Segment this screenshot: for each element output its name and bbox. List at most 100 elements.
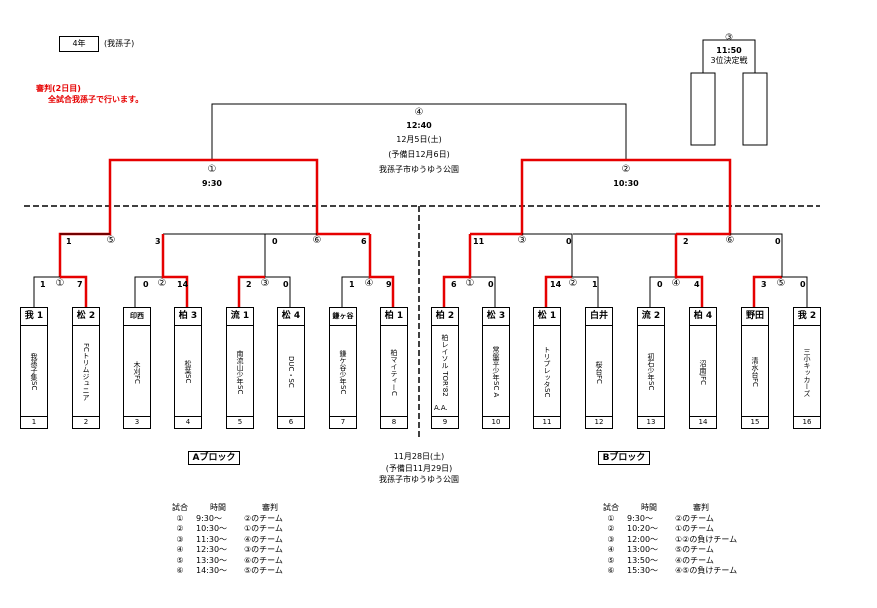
schedule-header: 試合 時間 審判 (170, 503, 283, 514)
r1-4-score-right: 9 (386, 280, 392, 289)
header-referee: 審判 (693, 503, 709, 512)
block-b-label: Bブロック (598, 451, 650, 465)
team-card-2: 松 2 FCトリムジュニア 2 (72, 307, 100, 429)
first-day-place: 我孫子市ゆうゆう公園 (379, 475, 459, 484)
team-card-4: 柏 3 松葉SC 4 (174, 307, 202, 429)
sched-no: ④ (607, 545, 615, 554)
block-a-label: Aブロック (188, 451, 240, 465)
r1-1-score-right: 7 (77, 280, 83, 289)
final-reserve: (予備日12月6日) (388, 150, 450, 159)
team-short: 柏 4 (690, 308, 716, 326)
team-short: 柏 1 (381, 308, 407, 326)
team-short: 柏 3 (175, 308, 201, 326)
team-full-name: 常盤平少年SC A (492, 346, 500, 398)
sched-ref: ⑤のチーム (675, 545, 714, 554)
qf2-match-no: ⑥ (312, 235, 322, 246)
team-full-name: 初石少年SC (647, 353, 655, 391)
r1-5-score-right: 0 (488, 280, 494, 289)
team-card-1: 我 1 我孫子集SC 1 (20, 307, 48, 429)
sched-time: 10:20～ (627, 524, 659, 533)
final-place: 我孫子市ゆうゆう公園 (379, 165, 459, 174)
team-number: 2 (73, 416, 99, 428)
team-number: 12 (586, 416, 612, 428)
r1-7-match-no: ④ (671, 278, 681, 289)
final-time: 12:40 (406, 121, 432, 130)
sched-ref: ⑤のチーム (244, 566, 283, 575)
semi-a-time: 9:30 (202, 179, 222, 188)
sched-no: ② (176, 524, 184, 533)
r1-6-score-left: 14 (550, 280, 562, 289)
sched-time: 9:30～ (627, 513, 653, 523)
sched-time: 11:30～ (196, 534, 228, 544)
r1-1-match-no: ① (55, 278, 65, 289)
r1-1-score-left: 1 (40, 280, 46, 289)
team-full-name: 沼南JFC (699, 359, 707, 385)
header-time: 時間 (641, 503, 657, 512)
team-short: 松 2 (73, 308, 99, 326)
team-number: 5 (227, 416, 253, 428)
header-match: 試合 (172, 503, 188, 512)
r1-5-score-left: 6 (451, 280, 457, 289)
sched-ref: ②のチーム (244, 513, 283, 523)
team-number: 6 (278, 416, 304, 428)
r1-3-match-no: ③ (260, 278, 270, 289)
team-number: 15 (742, 416, 768, 428)
team-short: 柏 2 (432, 308, 458, 326)
venue-short: (我孫子) (104, 39, 135, 48)
sched-ref: ①のチーム (244, 524, 283, 533)
qf4-score-left: 2 (683, 237, 689, 246)
sched-ref: ①②の負けチーム (675, 534, 738, 544)
sched-no: ① (176, 513, 184, 523)
team-number: 1 (21, 416, 47, 428)
team-card-10: 松 3 常盤平少年SC A 10 (482, 307, 510, 429)
semi-a-match-no: ① (207, 164, 217, 175)
sched-time: 13:50～ (627, 555, 659, 565)
team-full-name: FCトリムジュニア (82, 343, 90, 401)
team-card-7: 鎌ヶ谷 鎌ケ谷少年SC 7 (329, 307, 357, 429)
sched-ref: ⑥のチーム (244, 555, 283, 565)
sched-no: ③ (607, 534, 615, 544)
sched-ref: ③のチーム (244, 545, 283, 554)
qf1-match-no: ⑤ (106, 235, 116, 246)
team-card-12: 白井 桜台FC 12 (585, 307, 613, 429)
team-number: 10 (483, 416, 509, 428)
qf2-score-right: 6 (361, 237, 367, 246)
schedule-row: ④ 13:00～ ⑤のチーム (601, 545, 737, 556)
team-number: 9 (432, 416, 458, 428)
r1-4-score-left: 1 (349, 280, 355, 289)
r1-5-match-no: ① (465, 278, 475, 289)
sched-no: ④ (176, 545, 184, 554)
r1-3-score-left: 2 (246, 280, 252, 289)
sched-no: ① (607, 513, 615, 523)
sched-time: 13:00～ (627, 545, 659, 554)
team-card-8: 柏 1 柏マイティーC 8 (380, 307, 408, 429)
team-card-5: 流 1 南流山少年SC 5 (226, 307, 254, 429)
third-place-label: 3位決定戦 (710, 56, 748, 65)
schedule-row: ⑤ 13:50～ ④のチーム (601, 556, 737, 567)
team-extra: A.A. (434, 404, 448, 412)
team-full-name: 三小キッカーズ (803, 347, 811, 397)
sched-time: 14:30～ (196, 566, 228, 575)
sched-time: 13:30～ (196, 555, 228, 565)
team-card-13: 流 2 初石少年SC 13 (637, 307, 665, 429)
qf4-match-no: ⑥ (725, 235, 735, 246)
team-number: 7 (330, 416, 356, 428)
team-number: 8 (381, 416, 407, 428)
grade-box: 4年 (59, 36, 99, 52)
r1-2-score-right: 14 (177, 280, 189, 289)
team-full-name: 南流山少年SC (236, 349, 244, 395)
header-match: 試合 (603, 503, 619, 512)
team-full-name: 木刈FC (133, 360, 141, 384)
sched-time: 15:30～ (627, 566, 659, 575)
team-short: 我 1 (21, 308, 47, 326)
sched-no: ⑤ (607, 555, 615, 565)
r1-4-match-no: ④ (364, 278, 374, 289)
team-full-name: 桜台FC (595, 360, 603, 384)
sched-ref: ④のチーム (675, 555, 714, 565)
